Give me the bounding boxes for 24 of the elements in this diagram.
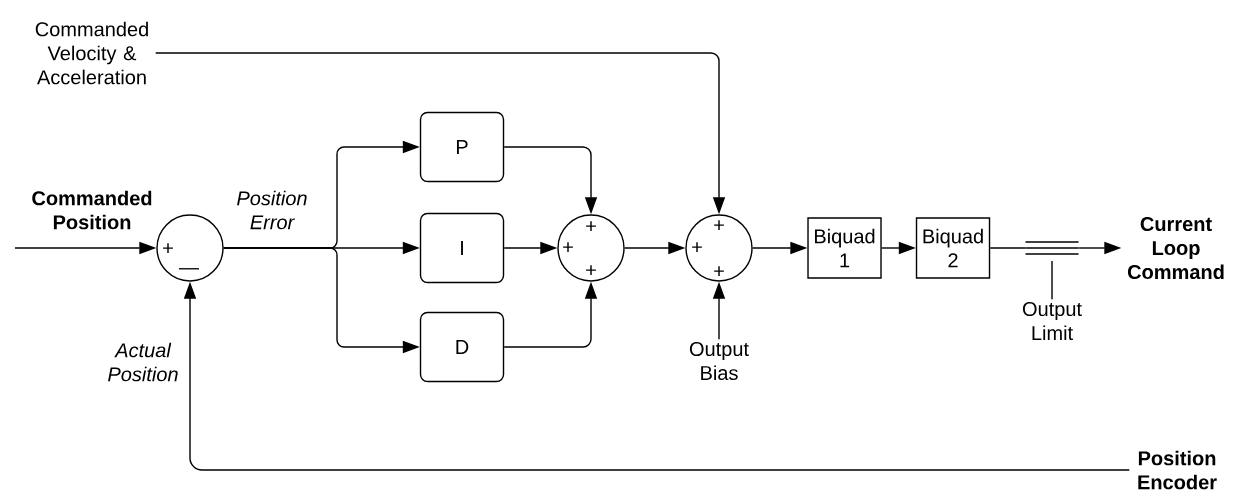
sign-label: + [586,265,596,275]
process-box: D [419,311,505,383]
process-box: I [419,212,505,284]
signal-label: Current Loop Command [1127,216,1224,280]
sign-label: + [714,220,724,230]
sign-label: — [179,268,199,270]
signal-label: Commanded Velocity & Acceleration [35,21,148,85]
sign-label: + [563,242,573,252]
edge-label: Commanded Position [27,188,157,232]
sign-label: + [692,242,702,252]
signal-label: Output Bias [689,341,749,381]
sign-label: + [163,243,173,253]
callout-label: Output Limit [1022,301,1082,341]
sign-label: + [586,221,596,231]
signal-label: Position Encoder [1138,450,1217,490]
sign-label: + [714,266,724,276]
process-box: P [419,111,505,183]
process-box: Biquad 2 [915,217,991,279]
limiter-symbol [1024,241,1080,255]
leader-line [1051,260,1053,300]
connector-line [989,247,1027,249]
process-box: Biquad 1 [807,217,882,279]
edge-label: Actual Position [101,340,185,384]
edge-label: Position Error [230,188,314,232]
